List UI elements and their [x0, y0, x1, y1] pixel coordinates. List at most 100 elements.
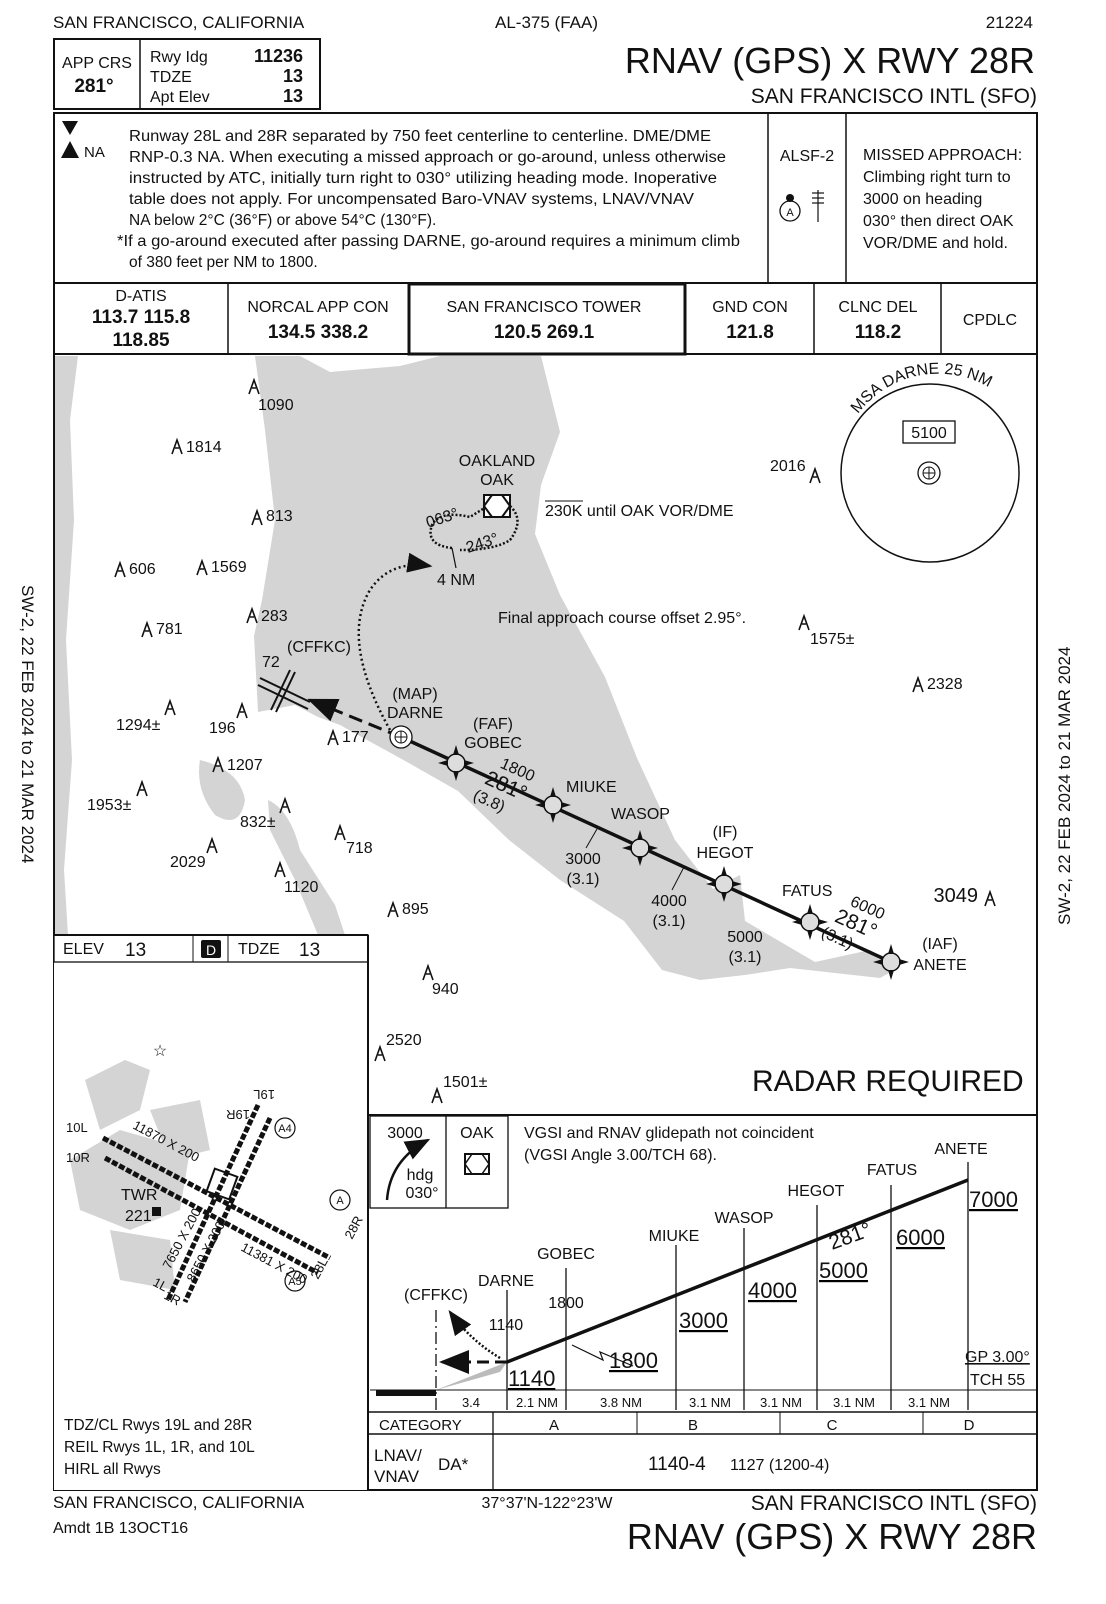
terrain-elevation: 832±	[240, 814, 276, 831]
terrain-elevation: 718	[346, 840, 373, 857]
terrain-elevation: 177	[342, 729, 369, 746]
airport-name: SAN FRANCISCO INTL (SFO)	[751, 85, 1037, 108]
chart-cycle: 21224	[986, 13, 1033, 32]
plan-view-water	[55, 356, 898, 980]
airport-reference-star-icon: ☆	[153, 1043, 167, 1060]
minimums-line-label: VNAV	[374, 1467, 420, 1486]
msa-altitude: 5100	[911, 425, 947, 442]
segment-distance: 3.1 NM	[760, 1395, 802, 1410]
profile-altitude-small: 1800	[548, 1295, 584, 1312]
vor-dme-oak-icon	[482, 494, 512, 518]
fix-miuke: MIUKE	[566, 779, 617, 796]
ground-frequency: 121.8	[726, 322, 774, 343]
approach-control-frequency: 134.5 338.2	[268, 322, 368, 343]
airport-note: REIL Rwys 1L, 1R, and 10L	[64, 1439, 255, 1456]
leg-distance: (3.1)	[729, 949, 762, 966]
fix-fatus: FATUS	[782, 883, 832, 900]
glidepath-angle: GP 3.00°	[965, 1349, 1030, 1366]
leg-distance: (3.1)	[653, 913, 686, 930]
runway-label: 1L	[151, 1274, 171, 1294]
profile-fix: ANETE	[934, 1141, 987, 1158]
lighting-system: ALSF-2	[780, 148, 834, 165]
runway-profile	[376, 1390, 436, 1396]
terrain-elevation: 1120	[284, 879, 319, 896]
vgsi-note: (VGSI Angle 3.00/TCH 68).	[524, 1147, 717, 1164]
category-c: C	[827, 1417, 838, 1434]
note-line: table does not apply. For uncompensated …	[129, 191, 695, 208]
minimums-table: CATEGORY A B C D LNAV/ VNAV DA* 1140-4 1…	[368, 1411, 1037, 1490]
terrain-elevation: 2029	[170, 854, 206, 871]
missed-approach-line: 030° then direct OAK	[863, 213, 1014, 230]
apt-elev-label: Apt Elev	[150, 89, 210, 106]
terrain-elevation: 2520	[386, 1032, 422, 1049]
leg-altitude: 4000	[651, 893, 687, 910]
profile-fix: GOBEC	[537, 1246, 595, 1263]
profile-altitude: 7000	[969, 1187, 1018, 1212]
offset-note: Final approach course offset 2.95°.	[498, 610, 746, 627]
footer-airport: SAN FRANCISCO INTL (SFO)	[751, 1492, 1037, 1515]
category-label: CATEGORY	[379, 1417, 462, 1434]
airport-coordinates: 37°37'N-122°23'W	[482, 1495, 614, 1512]
tower-label: SAN FRANCISCO TOWER	[447, 299, 642, 316]
leg-altitude: 5000	[727, 929, 763, 946]
profile-fix: MIUKE	[649, 1228, 700, 1245]
vor-name: OAKLAND	[459, 453, 535, 470]
fix-role: (MAP)	[392, 686, 437, 703]
fix-gobec: GOBEC	[464, 735, 522, 752]
elev-value: 13	[125, 940, 146, 961]
fix-role: (IAF)	[922, 936, 958, 953]
missed-approach-line: VOR/DME and hold.	[863, 235, 1008, 252]
atis-label: D-ATIS	[115, 288, 166, 305]
radar-required: RADAR REQUIRED	[752, 1065, 1024, 1098]
leg-distance: (3.1)	[567, 871, 600, 888]
note-line: NA below 2°C (36°F) or above 54°C (130°F…	[129, 212, 436, 229]
validity-right: SW-2, 22 FEB 2024 to 21 MAR 2024	[1055, 647, 1074, 925]
notes-section: NA Runway 28L and 28R separated by 750 f…	[61, 113, 1022, 283]
chart-id: AL-375 (FAA)	[495, 13, 598, 32]
terrain-elevation: 895	[402, 901, 429, 918]
tower-icon	[152, 1207, 161, 1216]
terrain-elevation: 2016	[770, 458, 806, 475]
profile-fix: FATUS	[867, 1162, 917, 1179]
tdze-value: 13	[283, 66, 303, 86]
atis-frequency: 118.85	[112, 330, 169, 351]
fix-hegot: HEGOT	[697, 845, 754, 862]
speed-restriction: 230K until OAK VOR/DME	[545, 503, 734, 520]
airport-note: HIRL all Rwys	[64, 1461, 161, 1478]
vor-ident: OAK	[480, 472, 514, 489]
category-a: A	[549, 1417, 559, 1434]
profile-fix: (CFFKC)	[404, 1287, 468, 1304]
fix-cffkc: (CFFKC)	[287, 639, 351, 656]
segment-distance: 3.1 NM	[833, 1395, 875, 1410]
app-crs-label: APP CRS	[62, 55, 132, 72]
profile-altitude: 1800	[609, 1348, 658, 1373]
profile-altitude: 5000	[819, 1258, 868, 1283]
clearance-frequency: 118.2	[855, 322, 902, 343]
fix-role: (FAF)	[473, 716, 513, 733]
note-line: *If a go-around executed after passing D…	[117, 233, 740, 250]
terrain-elevation: 1953±	[87, 797, 132, 814]
terrain-elevation: 1569	[211, 559, 247, 576]
note-line: Runway 28L and 28R separated by 750 feet…	[129, 128, 711, 145]
rwy-ldg-label: Rwy Idg	[150, 49, 208, 66]
category-b: B	[688, 1417, 698, 1434]
clearance-label: CLNC DEL	[838, 299, 917, 316]
control-tower-d-badge: D	[206, 942, 216, 958]
decision-altitude: 1140-4	[648, 1454, 706, 1475]
alternate-minimums-icon	[61, 141, 79, 158]
note-line: instructed by ATC, initially turn right …	[129, 170, 717, 187]
runway-label: 10L	[66, 1120, 88, 1135]
footer-title: RNAV (GPS) X RWY 28R	[627, 1516, 1037, 1557]
terrain-elevation: 196	[209, 720, 236, 737]
missed-approach-heading: 030°	[405, 1185, 438, 1202]
threshold-crossing-height: TCH 55	[970, 1372, 1025, 1389]
tdze-value: 13	[299, 940, 320, 961]
amendment: Amdt 1B 13OCT16	[53, 1520, 188, 1537]
missed-approach-heading: hdg	[407, 1167, 434, 1184]
note-line: RNP-0.3 NA. When executing a missed appr…	[129, 149, 726, 166]
runway-label: 1R	[162, 1287, 184, 1308]
runway-label: 10R	[66, 1150, 90, 1165]
runway-heading: 72	[262, 654, 280, 671]
fix-darne: DARNE	[387, 705, 443, 722]
height-above-touchdown: 1127 (1200-4)	[730, 1457, 829, 1474]
